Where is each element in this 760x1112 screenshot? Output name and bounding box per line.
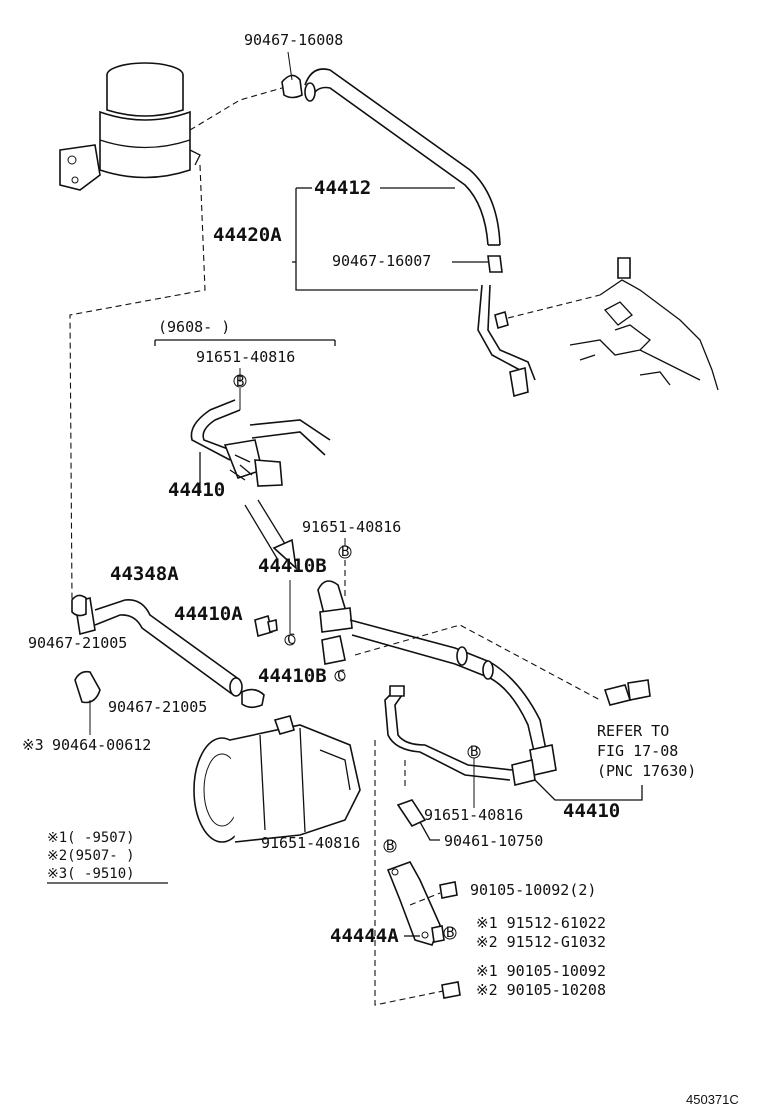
circle-c-text-1: C <box>287 632 295 648</box>
reservoir-tank <box>59 62 201 191</box>
label-90105-10208: ※2 90105-10208 <box>476 981 606 999</box>
bolt-10092-2 <box>439 881 458 899</box>
label-91512-61022: ※1 91512-61022 <box>476 914 606 932</box>
clamp-10750 <box>396 799 427 828</box>
label-44410-a: 44410 <box>168 479 225 501</box>
vane-pump <box>193 715 361 843</box>
label-91651-40816-a: 91651-40816 <box>196 348 295 366</box>
clamp-21005-lower <box>241 688 265 709</box>
return-pipe-bracket <box>477 284 536 398</box>
label-note1: ※1( -9507) <box>47 830 135 846</box>
label-90467-21005-b: 90467-21005 <box>108 698 207 716</box>
label-90467-16007: 90467-16007 <box>332 252 431 270</box>
label-44444A: 44444A <box>330 925 399 947</box>
union-bolt-44410A <box>254 614 278 638</box>
clamp-21005-upper <box>71 594 87 617</box>
label-90467-21005-a: 90467-21005 <box>28 634 127 652</box>
label-note3: ※3( -9510) <box>47 866 135 882</box>
label-note2: ※2(9507- ) <box>47 848 135 864</box>
label-44412: 44412 <box>314 177 371 199</box>
label-44410B-b: 44410B <box>258 665 327 687</box>
label-range-9608: (9608- ) <box>158 318 230 336</box>
circle-c-text-2: C <box>337 668 345 684</box>
detail-arrow <box>244 499 298 571</box>
label-44410-b: 44410 <box>563 800 620 822</box>
label-91651-40816-d: 91651-40816 <box>261 834 360 852</box>
circle-b-marker-1 <box>233 374 247 388</box>
steering-gear-housing <box>569 257 719 391</box>
pressure-hose-44410-main <box>317 580 557 786</box>
gasket-c-1: C <box>284 632 296 648</box>
bolt-10092-10208 <box>441 981 461 999</box>
label-90105-10092-2: 90105-10092(2) <box>470 881 596 899</box>
label-90461-10750: 90461-10750 <box>444 832 543 850</box>
gasket-c-2: C <box>334 668 346 684</box>
label-mark3-prefix: ※3 <box>22 736 44 754</box>
hose-clamp-upper <box>281 51 303 99</box>
label-44410A: 44410A <box>174 603 243 625</box>
label-91512-G1032: ※2 91512-G1032 <box>476 933 606 951</box>
circle-b-marker-2 <box>338 545 352 559</box>
clip-00612 <box>74 670 101 735</box>
label-90105-10092: ※1 90105-10092 <box>476 962 606 980</box>
label-91651-40816-c: 91651-40816 <box>424 806 523 824</box>
label-90467-16008: 90467-16008 <box>244 31 343 49</box>
figure-id: 450371C <box>686 1092 739 1107</box>
circle-b-text-3: B <box>470 744 478 760</box>
hose-clamp-16007 <box>487 255 503 273</box>
label-44410B-a: 44410B <box>258 555 327 577</box>
return-hose-44412 <box>304 68 501 246</box>
circle-b-text-4: B <box>386 838 394 854</box>
label-90464-00612: 90464-00612 <box>52 736 151 754</box>
circle-b-text-5: B <box>446 925 454 941</box>
label-refer-line3: (PNC 17630) <box>597 762 696 780</box>
pressure-hose-detail <box>190 399 331 492</box>
circle-b-marker-4 <box>383 839 397 853</box>
label-refer-line1: REFER TO <box>597 722 669 740</box>
label-44348A: 44348A <box>110 563 179 585</box>
bolt-91512: B <box>431 925 457 943</box>
label-44420A: 44420A <box>213 224 282 246</box>
circle-b-text-1: B <box>236 374 244 390</box>
suction-hose-44348A <box>74 596 243 697</box>
label-91651-40816-b: 91651-40816 <box>302 518 401 536</box>
label-refer-line2: FIG 17-08 <box>597 742 678 760</box>
pressure-tube <box>384 685 513 781</box>
circle-b-text-2: B <box>341 544 349 560</box>
